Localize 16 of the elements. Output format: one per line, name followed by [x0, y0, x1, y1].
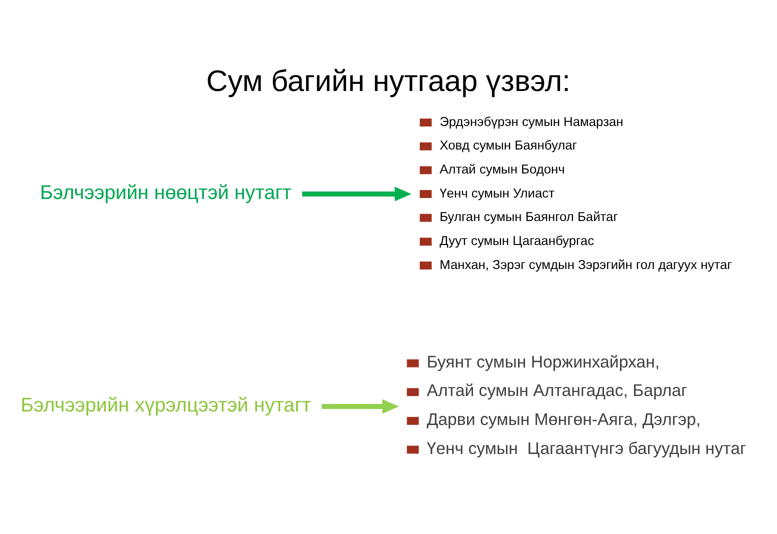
arrow: [322, 399, 399, 414]
arrow: [302, 186, 412, 202]
node-text: Бэлчээрийн нөөцтэй нутагт: [40, 182, 292, 204]
node-label: Үенч сумын Цагаантүнгэ багуудын нутаг: [426, 438, 746, 458]
node-label: Буянт сумын Норжинхайрхан,: [426, 352, 660, 372]
node-label: Дарви сумын Мөнгөн-Аяга, Дэлгэр,: [426, 410, 701, 429]
node-label: Ховд сумын Баянбулаг: [440, 138, 578, 153]
node-text: Бэлчээрийн хүрэлцээтэй нутагт: [20, 394, 312, 416]
node-label: Дуут сумын Цагаанбургас: [440, 233, 594, 248]
node-label: Алтай сумын Алтангадас, Барлаг: [426, 381, 688, 400]
node-label: Булган сумын Баянгол Байтаг: [440, 209, 618, 224]
node-label: Эрдэнэбүрэн сумын Намарзан: [440, 114, 624, 129]
node-label: Алтай сумын Бодонч: [440, 162, 565, 177]
node-label: Манхан, Зэрэг сумдын Зэрэгийн гол дагуух нутаг: [440, 256, 732, 272]
node-label: Үенч сумын Улиаст: [440, 185, 555, 200]
diagram-title: Сум багийн нутгаар үзвэл:: [206, 64, 570, 98]
